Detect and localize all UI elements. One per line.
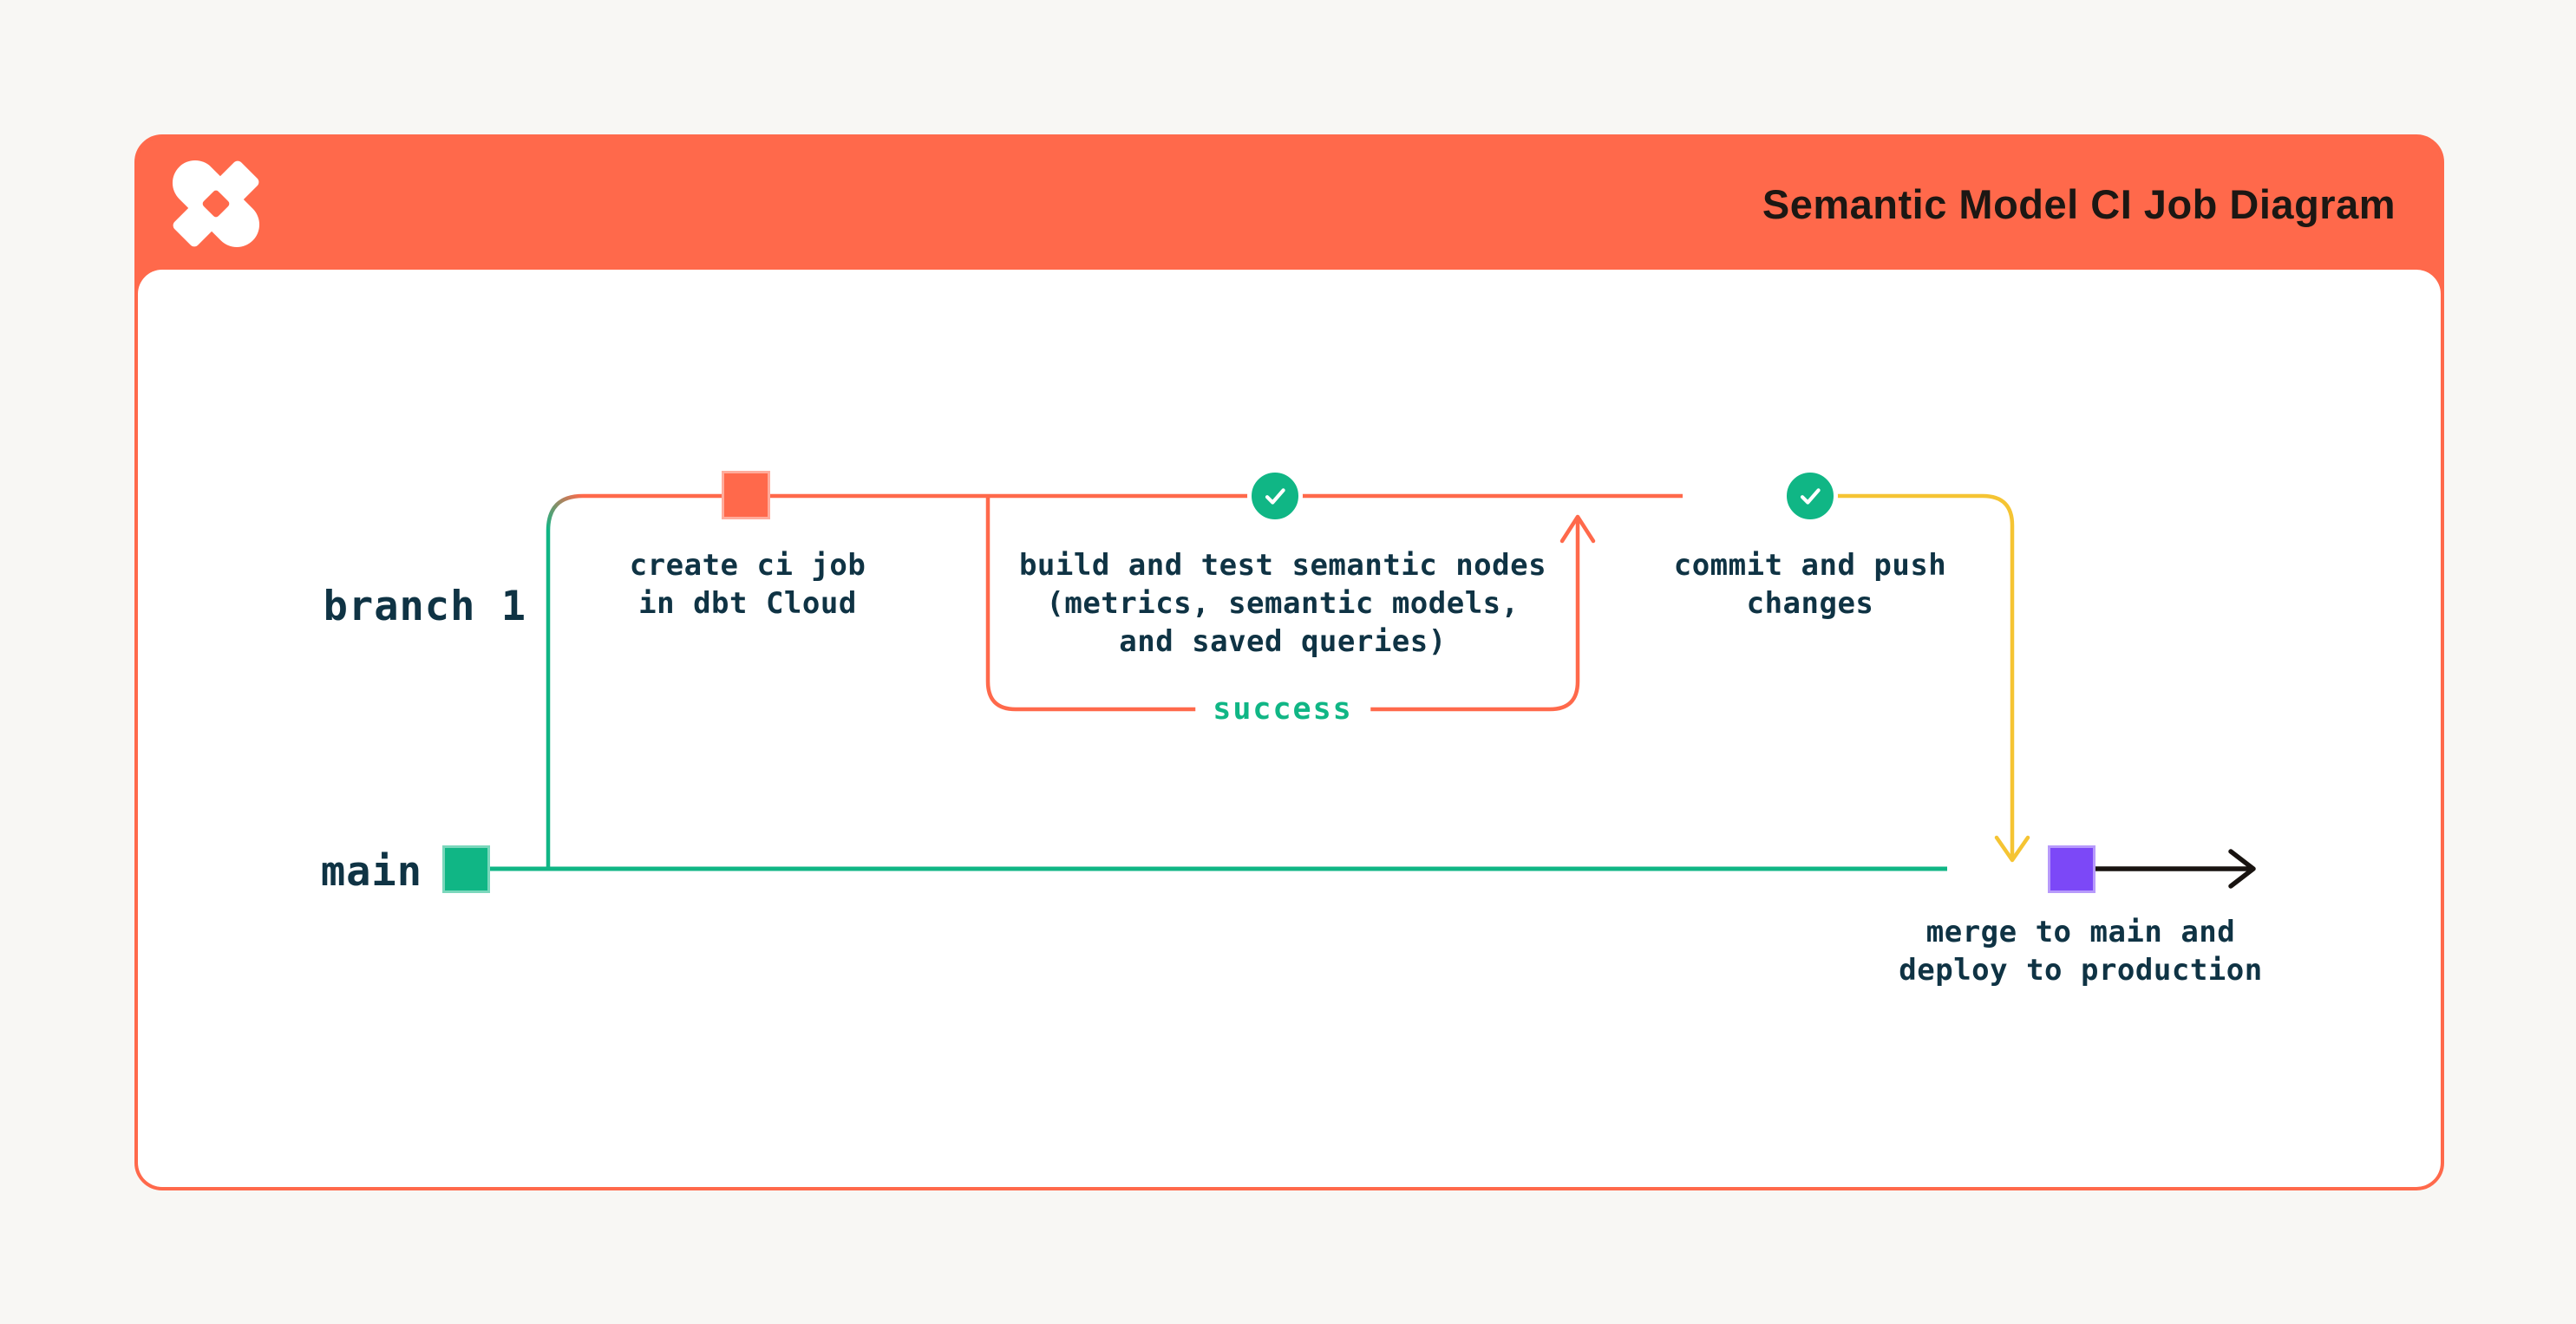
diagram-card: Semantic Model CI Job Diagram — [134, 134, 2444, 1190]
branch-corner-green-to-orange — [546, 493, 584, 532]
create-ci-job-commit-square — [722, 471, 770, 519]
arrow-up-icon — [1559, 514, 1596, 544]
build-test-check-circle — [1247, 468, 1303, 524]
node-label-line: and saved queries) — [1119, 624, 1447, 659]
node-label-build-and-test: build and test semantic nodes (metrics, … — [979, 546, 1586, 661]
node-label-commit-and-push: commit and push changes — [1593, 546, 2027, 623]
diagram-canvas — [138, 270, 2441, 1187]
main-commit-square — [442, 845, 490, 893]
commit-push-check-circle — [1782, 468, 1838, 524]
node-label-line: (metrics, semantic models, — [1046, 586, 1520, 621]
success-loop-label: success — [1195, 690, 1370, 728]
branch-lane-label: branch 1 — [323, 583, 526, 630]
node-label-create-ci-job: create ci job in dbt Cloud — [531, 546, 964, 623]
merge-commit-square — [2048, 845, 2095, 893]
check-icon — [1800, 488, 1821, 505]
page-title: Semantic Model CI Job Diagram — [1762, 180, 2396, 227]
main-lane-label: main — [320, 848, 422, 896]
node-label-line: deploy to production — [1899, 953, 2263, 988]
arrow-right-icon — [2228, 849, 2256, 889]
card-header-inner: Semantic Model CI Job Diagram — [138, 138, 2441, 270]
arrow-down-icon — [1994, 835, 2030, 863]
node-label-line: build and test semantic nodes — [1018, 548, 1547, 583]
node-label-line: merge to main and — [1925, 915, 2236, 949]
node-label-line: in dbt Cloud — [638, 586, 857, 621]
check-icon — [1265, 488, 1285, 505]
branch-line-yellow-merge — [1808, 493, 2015, 857]
node-label-merge-and-deploy: merge to main and deploy to production — [1855, 913, 2306, 989]
card-header: Semantic Model CI Job Diagram — [138, 138, 2441, 294]
node-label-line: changes — [1746, 586, 1874, 621]
node-label-line: commit and push — [1673, 548, 1947, 583]
node-label-line: create ci job — [629, 548, 866, 583]
